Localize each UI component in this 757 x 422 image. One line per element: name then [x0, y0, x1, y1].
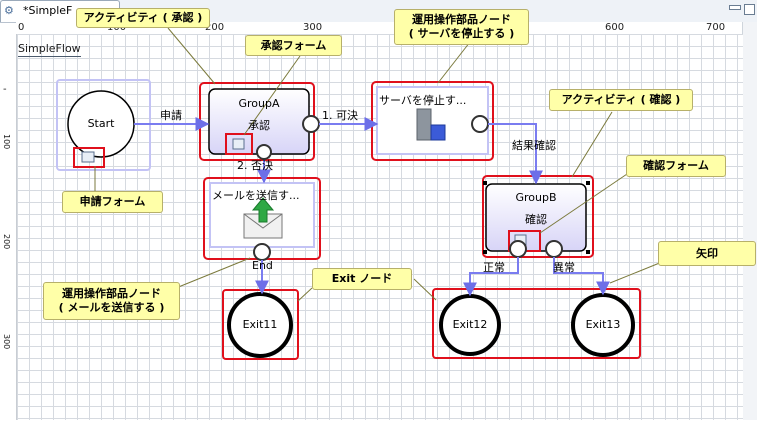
- exit12-label: Exit12: [452, 318, 488, 331]
- edge-label-normal: 正常: [483, 261, 505, 274]
- callout-approval-form: 承認フォーム: [245, 35, 342, 56]
- edge-label-confirm-result: 結果確認: [512, 139, 556, 152]
- approval-form-highlight: [225, 133, 253, 155]
- edge-abnormal: [553, 257, 610, 296]
- ruler-tick-label: 300: [303, 22, 323, 33]
- leader-line: [297, 287, 313, 302]
- stop-server-label: サーバを停止す...: [379, 94, 467, 107]
- ruler-tick-label: -: [3, 84, 7, 95]
- ruler-tick-label: 200: [205, 22, 225, 33]
- stop-server-node: [376, 86, 489, 155]
- edge-normal: [463, 257, 519, 297]
- groupB-sub: 確認: [525, 213, 547, 226]
- minimize-icon[interactable]: [729, 5, 741, 10]
- port-icon: [509, 240, 527, 258]
- edge-label-abnormal: 異常: [553, 261, 575, 274]
- callout-arrow: 矢印: [658, 241, 756, 266]
- exit-group-highlight: [432, 288, 641, 359]
- exit13-label: Exit13: [585, 318, 621, 331]
- callout-activity-confirm: アクティビティ ( 確認 ): [549, 89, 693, 111]
- leader-line: [609, 261, 663, 284]
- leader-line: [539, 171, 631, 234]
- maximize-icon[interactable]: [744, 4, 755, 15]
- groupB-name: GroupB: [515, 191, 557, 204]
- ruler-tick-label: 0: [18, 22, 25, 33]
- leader-line: [437, 41, 471, 84]
- leader-line: [413, 278, 437, 301]
- send-mail-label: メールを送信す...: [212, 189, 300, 202]
- callout-op-node-mail: 運用操作部品ノード ( メールを送信する ): [43, 282, 180, 320]
- leader-line: [243, 55, 301, 136]
- server-icon: [416, 108, 432, 141]
- edge-confirm-result: [488, 123, 543, 185]
- leader-line: [167, 27, 216, 85]
- apply-form-highlight: [73, 147, 105, 168]
- ruler-tick-label: 300: [2, 334, 11, 350]
- edge-label-reject: 2. 否決: [237, 159, 273, 172]
- exit11-label: Exit11: [242, 318, 278, 331]
- ruler-tick-label: 700: [706, 22, 726, 33]
- edge-label-end: End: [252, 259, 273, 272]
- diagram-title: SimpleFlow: [18, 42, 81, 57]
- edge-label-approve: 1. 可決: [322, 109, 358, 122]
- form-icon: [81, 151, 95, 163]
- port-icon: [471, 115, 489, 133]
- ruler-tick-label: 600: [605, 22, 625, 33]
- edge-label-apply: 申請: [160, 109, 182, 122]
- callout-op-node-stop: 運用操作部品ノード ( サーバを停止する ): [394, 9, 529, 45]
- mail-icon: [243, 213, 283, 239]
- leader-line: [175, 257, 251, 289]
- callout-apply-form: 申請フォーム: [62, 191, 163, 213]
- groupA-name: GroupA: [238, 97, 280, 110]
- callout-exit-node: Exit ノード: [312, 268, 412, 290]
- leader-line: [571, 111, 613, 178]
- port-icon: [256, 144, 272, 160]
- groupA-sub: 承認: [248, 119, 270, 132]
- port-icon: [253, 243, 271, 261]
- ruler-tick-label: 100: [2, 134, 11, 150]
- form-icon: [232, 138, 245, 150]
- callout-confirm-form: 確認フォーム: [626, 155, 726, 177]
- start-label: Start: [87, 117, 115, 130]
- port-icon: [545, 240, 563, 258]
- ruler-tick-label: 200: [2, 234, 11, 250]
- callout-activity-approval: アクティビティ ( 承認 ): [76, 8, 210, 28]
- tab-title: *SimpleF: [23, 4, 73, 17]
- diagram-file-icon: ⚙: [4, 4, 14, 17]
